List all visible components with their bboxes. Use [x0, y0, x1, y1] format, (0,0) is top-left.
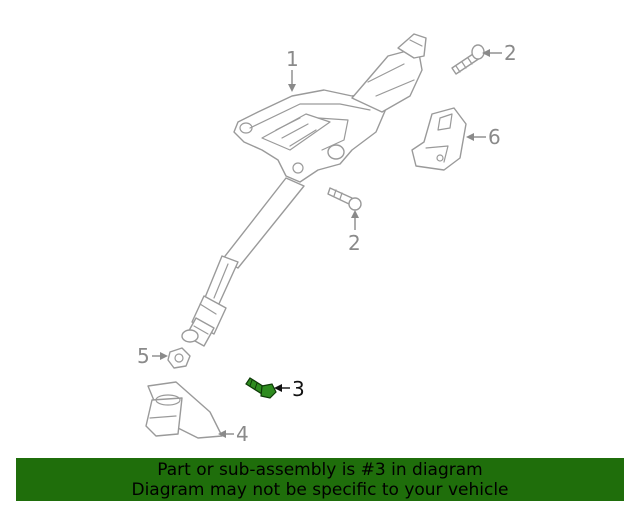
info-banner: Part or sub-assembly is #3 in diagram Di…: [16, 458, 624, 501]
callout-3: 3: [292, 377, 305, 401]
screw-highlighted-part[interactable]: [245, 377, 277, 399]
banner-line-disclaimer: Diagram may not be specific to your vehi…: [131, 479, 509, 500]
cover-bracket-part[interactable]: [411, 107, 467, 171]
boot-seal-part[interactable]: [145, 381, 223, 439]
callout-1: 1: [286, 47, 299, 71]
nut-part[interactable]: [167, 347, 191, 369]
callout-2-middle: 2: [348, 231, 361, 255]
callout-4: 4: [236, 422, 249, 446]
callout-5: 5: [137, 344, 150, 368]
callout-6: 6: [488, 125, 501, 149]
steering-column-part[interactable]: [181, 33, 427, 347]
callout-2-upper: 2: [504, 41, 517, 65]
bolt-middle-part[interactable]: [327, 187, 362, 211]
bolt-upper-part[interactable]: [451, 44, 485, 75]
leader-lines: [152, 49, 502, 438]
banner-line-part-number: Part or sub-assembly is #3 in diagram: [157, 459, 483, 480]
